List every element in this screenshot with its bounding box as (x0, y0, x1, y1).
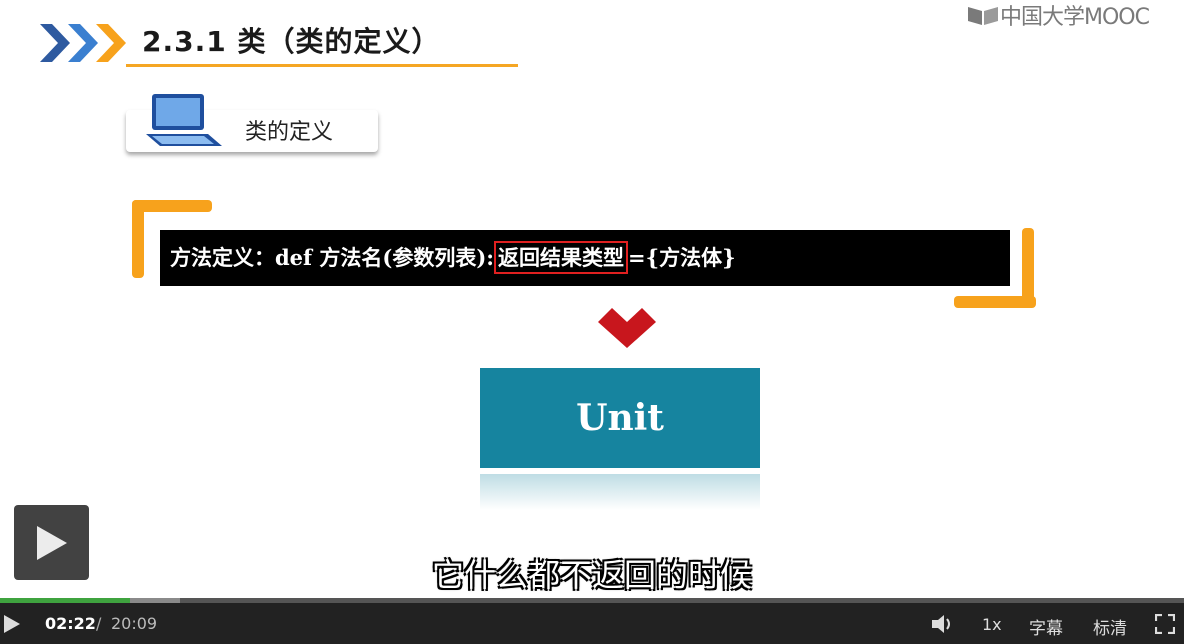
current-time: 02:22 (45, 614, 96, 633)
big-play-button[interactable] (14, 505, 89, 580)
total-time: 20:09 (111, 614, 158, 633)
control-bar: 02:22 / 20:09 1x 字幕 标清 (0, 603, 1184, 644)
logo-text: 中国大学MOOC (1000, 5, 1150, 30)
method-definition-text: 方法定义：def 方法名(参数列表):返回结果类型={方法体} (170, 241, 736, 274)
speed-button[interactable]: 1x (982, 615, 1002, 634)
captions-button[interactable]: 字幕 (1029, 619, 1063, 639)
title-underline (126, 64, 518, 67)
unit-box: Unit (480, 368, 760, 468)
down-chevron-icon (598, 308, 656, 348)
volume-icon[interactable] (930, 613, 954, 635)
slide-title: 2.3.1 类（类的定义） (142, 25, 441, 58)
progress-played (0, 598, 131, 603)
code-bar (160, 230, 1010, 286)
code-prefix: 方法定义：def 方法名(参数列表): (170, 245, 495, 270)
play-icon[interactable] (4, 615, 20, 633)
bracket-top-left (132, 200, 212, 212)
time-separator: / (96, 614, 102, 633)
play-icon (36, 525, 67, 560)
quality-button[interactable]: 标清 (1093, 619, 1127, 639)
return-type-highlight: 返回结果类型 (494, 241, 629, 274)
section-label: 类的定义 (245, 120, 334, 145)
progress-bar[interactable] (0, 598, 1184, 603)
code-suffix: ={方法体} (628, 245, 736, 270)
video-frame[interactable]: 2.3.1 类（类的定义） 中国大学MOOC 类的定义 方法定义：def 方法名… (0, 0, 1184, 598)
bracket-bottom-right (954, 296, 1036, 308)
laptop-icon (146, 94, 222, 146)
subtitle-caption: 它什么都不返回的时候 (431, 556, 752, 594)
chevron-arrows-icon (40, 24, 126, 62)
unit-label: Unit (576, 397, 664, 439)
bracket-bottom-right-vertical (1022, 228, 1034, 308)
fullscreen-icon[interactable] (1155, 614, 1175, 634)
mooc-logo: 中国大学MOOC (966, 2, 1150, 30)
book-logo-icon (968, 7, 998, 25)
bracket-top-left-vertical (132, 200, 144, 278)
unit-reflection (480, 474, 760, 510)
